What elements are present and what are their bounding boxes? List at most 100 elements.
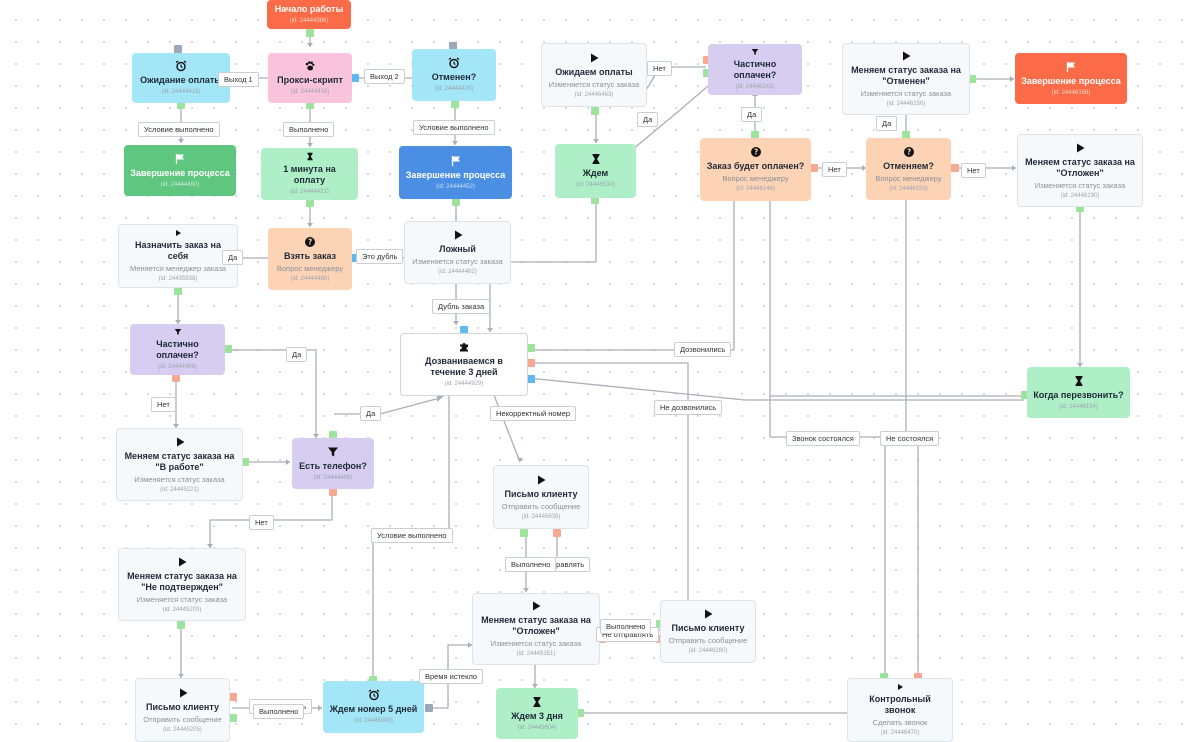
edge-label-done[interactable]: Выполнено	[505, 557, 557, 572]
edge-label-yes[interactable]: Да	[876, 116, 898, 131]
output-port[interactable]	[329, 488, 337, 496]
edge-label-yes[interactable]: Да	[222, 250, 244, 265]
output-port[interactable]	[968, 75, 976, 83]
output-port[interactable]	[576, 709, 584, 717]
edge-label-yes[interactable]: Да	[741, 107, 763, 122]
output-port[interactable]	[369, 676, 377, 684]
node-end-process-blue[interactable]: Завершение процесса (id: 24444452)	[399, 146, 512, 199]
node-status-postponed-right[interactable]: Меняем статус заказа на "Отложен" Изменя…	[1017, 134, 1143, 207]
edge-label-yes[interactable]: Да	[637, 112, 659, 127]
input-port[interactable]	[460, 326, 468, 334]
output-port[interactable]	[229, 693, 237, 701]
output-port[interactable]	[177, 621, 185, 629]
edge-label-yes[interactable]: Да	[360, 406, 382, 421]
output-port[interactable]	[520, 529, 528, 537]
edge-label-duplicate[interactable]: Это дубль	[356, 249, 404, 264]
edge-label-done[interactable]: Выполнено	[283, 122, 335, 137]
output-port[interactable]	[951, 164, 959, 172]
node-one-minute[interactable]: 1 минута на оплату (id: 24444421)	[261, 148, 358, 200]
output-port[interactable]	[591, 107, 599, 115]
node-letter-client-2[interactable]: Письмо клиенту Отправить сообщение (id: …	[660, 600, 756, 663]
edge-label-done[interactable]: Выполнено	[253, 704, 305, 719]
node-letter-client-3[interactable]: Письмо клиенту Отправить сообщение (id: …	[135, 678, 230, 742]
output-port[interactable]	[1021, 391, 1029, 399]
node-letter-client-1[interactable]: Письмо клиенту Отправить сообщение (id: …	[493, 465, 589, 529]
node-calling-3-days[interactable]: Дозваниваемся в течение 3 дней (id: 2444…	[400, 333, 528, 396]
edge-label-call-happened[interactable]: Звонок состоялся	[786, 431, 860, 446]
edge-label-done[interactable]: Выполнено	[600, 619, 652, 634]
output-port[interactable]	[703, 56, 711, 64]
edge-label-no[interactable]: Нет	[151, 397, 176, 412]
output-port[interactable]	[751, 131, 759, 139]
output-port[interactable]	[527, 359, 535, 367]
edge-label-not-reached[interactable]: Не дозвонились	[654, 400, 723, 415]
node-take-order[interactable]: ? Взять заказ Вопрос менеджеру (id: 2444…	[268, 228, 352, 290]
output-port[interactable]	[306, 29, 314, 37]
output-port[interactable]	[224, 345, 232, 353]
node-status-cancelled[interactable]: Меняем статус заказа на "Отменен" Изменя…	[842, 43, 970, 115]
output-port[interactable]	[177, 101, 185, 109]
edge-label-incorrect-number[interactable]: Некорректный номер	[490, 406, 577, 421]
node-cancel-question[interactable]: ? Отменяем? Вопрос менеджеру (id: 244461…	[866, 138, 951, 200]
node-control-call[interactable]: Контрольный звонок Сделать звонок (id: 2…	[847, 678, 953, 742]
node-end-process-red[interactable]: Завершение процесса (id: 24446168)	[1015, 53, 1127, 104]
node-has-phone[interactable]: Есть телефон? (id: 24444498)	[292, 438, 374, 489]
output-port[interactable]	[351, 74, 359, 82]
node-assign-order[interactable]: Назначить заказ на себя Меняется менедже…	[118, 224, 238, 288]
output-port[interactable]	[810, 164, 818, 172]
node-wait-payment[interactable]: Ожидание оплаты (id: 24444415)	[132, 53, 230, 103]
output-port[interactable]	[527, 375, 535, 383]
output-port[interactable]	[703, 69, 711, 77]
output-port[interactable]	[902, 131, 910, 139]
edge-label-no[interactable]: Нет	[822, 162, 847, 177]
node-start[interactable]: Начало работы (id: 24444386)	[267, 0, 351, 29]
node-wait[interactable]: Ждем (id: 24446530)	[555, 144, 636, 198]
node-partially-paid-left[interactable]: Частично оплачен? (id: 24444496)	[130, 324, 225, 375]
output-port[interactable]	[306, 199, 314, 207]
edge-label-yes[interactable]: Да	[286, 347, 308, 362]
output-port[interactable]	[1076, 204, 1084, 212]
edge-label-exit-1[interactable]: Выход 1	[218, 72, 259, 87]
output-port[interactable]	[425, 704, 433, 712]
edge-label-no[interactable]: Нет	[961, 163, 986, 178]
node-when-to-call[interactable]: Когда перезвонить? (id: 24446194)	[1027, 367, 1130, 418]
input-port[interactable]	[174, 45, 182, 53]
node-wait-5-days[interactable]: Ждем номер 5 дней (id: 24445080)	[323, 681, 424, 733]
output-port[interactable]	[451, 100, 459, 108]
output-port[interactable]	[880, 673, 888, 681]
node-false[interactable]: Ложный Изменяется статус заказа (id: 244…	[404, 221, 511, 284]
edge-label-condition-met[interactable]: Условие выполнено	[371, 528, 453, 543]
node-wait-3-days[interactable]: Ждем 3 дня (id: 24445604)	[496, 688, 578, 739]
node-status-postponed-center[interactable]: Меняем статус заказа на "Отложен" Изменя…	[472, 593, 600, 665]
input-port[interactable]	[449, 42, 457, 50]
edge-label-time-expired[interactable]: Время истекло	[419, 669, 484, 684]
edge-label-no[interactable]: Нет	[647, 61, 672, 76]
output-port[interactable]	[914, 673, 922, 681]
output-port[interactable]	[350, 254, 358, 262]
node-end-process-green[interactable]: Завершение процесса (id: 24444450)	[124, 145, 236, 196]
output-port[interactable]	[306, 101, 314, 109]
node-cancelled-check[interactable]: Отменен? (id: 24444420)	[412, 49, 496, 101]
node-status-in-work[interactable]: Меняем статус заказа на "В работе" Измен…	[116, 428, 243, 501]
node-partially-paid-top[interactable]: Частично оплачен? (id: 24446242)	[708, 44, 802, 95]
output-port[interactable]	[229, 714, 237, 722]
edge-label-did-not-happen[interactable]: Не состоялся	[880, 431, 940, 446]
edge-label-reached[interactable]: Дозвонились	[674, 342, 732, 357]
output-port[interactable]	[553, 529, 561, 537]
edge-label-no[interactable]: Нет	[249, 515, 274, 530]
node-proxy-script[interactable]: Прокси-скрипт (id: 24444416)	[268, 53, 352, 103]
output-port[interactable]	[241, 458, 249, 466]
output-port[interactable]	[172, 374, 180, 382]
output-port[interactable]	[174, 287, 182, 295]
node-will-be-paid[interactable]: ? Заказ будет оплачен? Вопрос менеджеру …	[700, 138, 811, 201]
output-port[interactable]	[527, 344, 535, 352]
node-waiting-payment[interactable]: Ожидаем оплаты Изменяется статус заказа …	[541, 43, 647, 107]
edge-label-condition-met[interactable]: Условие выполнено	[413, 120, 495, 135]
output-port[interactable]	[452, 198, 460, 206]
output-port[interactable]	[329, 431, 337, 439]
node-status-not-confirmed[interactable]: Меняем статус заказа на "Не подтвержден"…	[118, 548, 246, 621]
output-port[interactable]	[591, 196, 599, 204]
edge-label-exit-2[interactable]: Выход 2	[364, 69, 405, 84]
edge-label-order-duplicate[interactable]: Дубль заказа	[432, 299, 491, 314]
edge-label-condition-met[interactable]: Условие выполнено	[138, 122, 220, 137]
